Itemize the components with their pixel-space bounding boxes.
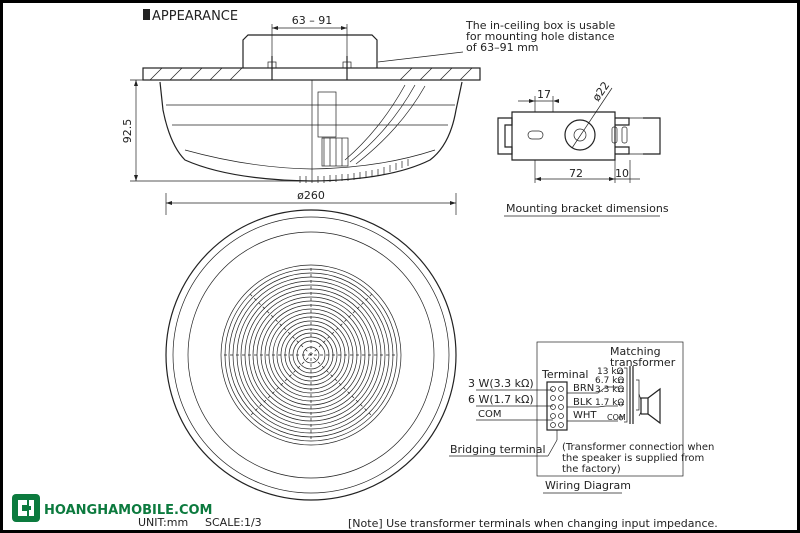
tap-3-3k: 3.3 kΩ xyxy=(595,385,624,395)
input-3w: 3 W(3.3 kΩ) xyxy=(468,377,534,390)
bracket-caption: Mounting bracket dimensions xyxy=(506,202,669,215)
ceiling-hatching xyxy=(149,67,473,81)
bridging-label: Bridging terminal xyxy=(450,443,546,456)
outer-rim xyxy=(165,209,457,501)
mounting-bracket: 17 ø22 72 10 Mounting bracket dimensions xyxy=(497,79,669,217)
box-note-line-1: The in-ceiling box is usable xyxy=(465,19,616,32)
wiring-diagram: Matching transformer Terminal 3 W(3.3 kΩ… xyxy=(449,341,714,494)
grille-edge xyxy=(299,159,409,183)
side-view: 63 – 91 The in-ceiling box is usable for… xyxy=(121,14,616,183)
ceiling-box xyxy=(242,34,378,68)
terminal-label: Terminal xyxy=(541,368,589,381)
wire-wht: WHT xyxy=(573,410,597,421)
bracket-dim-10: 10 xyxy=(615,167,629,180)
tap-1-7k: 1.7 kΩ xyxy=(595,398,624,408)
speaker-symbol xyxy=(640,397,649,415)
ceiling-slab xyxy=(142,67,481,81)
factory-note-1: (Transformer connection when xyxy=(562,442,714,453)
center-hole xyxy=(564,119,596,151)
footer-note: [Note] Use transformer terminals when ch… xyxy=(348,517,718,530)
height-dim: 92.5 xyxy=(121,119,134,144)
matching-label-1: Matching xyxy=(610,345,661,358)
box-note-line-2: for mounting hole distance xyxy=(466,30,615,43)
speaker-body xyxy=(159,81,463,182)
bracket-dim-diameter: ø22 xyxy=(590,79,613,103)
tap-6-7k: 6.7 kΩ xyxy=(595,376,624,386)
grille-ring xyxy=(220,264,402,446)
wiring-frame xyxy=(536,341,684,477)
tap-com: COM xyxy=(607,413,626,422)
wire-blk: BLK xyxy=(573,397,592,408)
title-square-icon xyxy=(143,9,150,20)
box-note-line-3: of 63–91 mm xyxy=(466,41,539,54)
input-6w: 6 W(1.7 kΩ) xyxy=(468,393,534,406)
matching-label-2: transformer xyxy=(610,356,676,369)
diameter-dim: ø260 xyxy=(297,189,325,202)
wire-brn: BRN xyxy=(573,383,594,394)
brand-text: HOANGHAMOBILE.COM xyxy=(44,503,213,518)
bracket-dim-17: 17 xyxy=(537,88,551,101)
hole-distance-dim: 63 – 91 xyxy=(292,14,333,27)
input-com: COM xyxy=(478,409,501,420)
technical-drawing: APPEARANCE 63 – 91 The in-ceiling box is… xyxy=(12,9,718,530)
drawing-sheet: APPEARANCE 63 – 91 The in-ceiling box is… xyxy=(3,3,797,530)
tap-13k: 13 kΩ xyxy=(597,367,624,377)
brand-logo xyxy=(12,494,40,522)
wiring-caption: Wiring Diagram xyxy=(545,479,631,492)
scale-label: SCALE:1/3 xyxy=(205,516,262,529)
title-text: APPEARANCE xyxy=(152,9,238,24)
bracket-dim-72: 72 xyxy=(569,167,583,180)
unit-label: UNIT:mm xyxy=(138,516,188,529)
factory-note-2: the speaker is supplied from xyxy=(562,453,704,464)
front-view: ø260 xyxy=(165,189,457,501)
factory-note-3: the factory) xyxy=(562,464,621,475)
